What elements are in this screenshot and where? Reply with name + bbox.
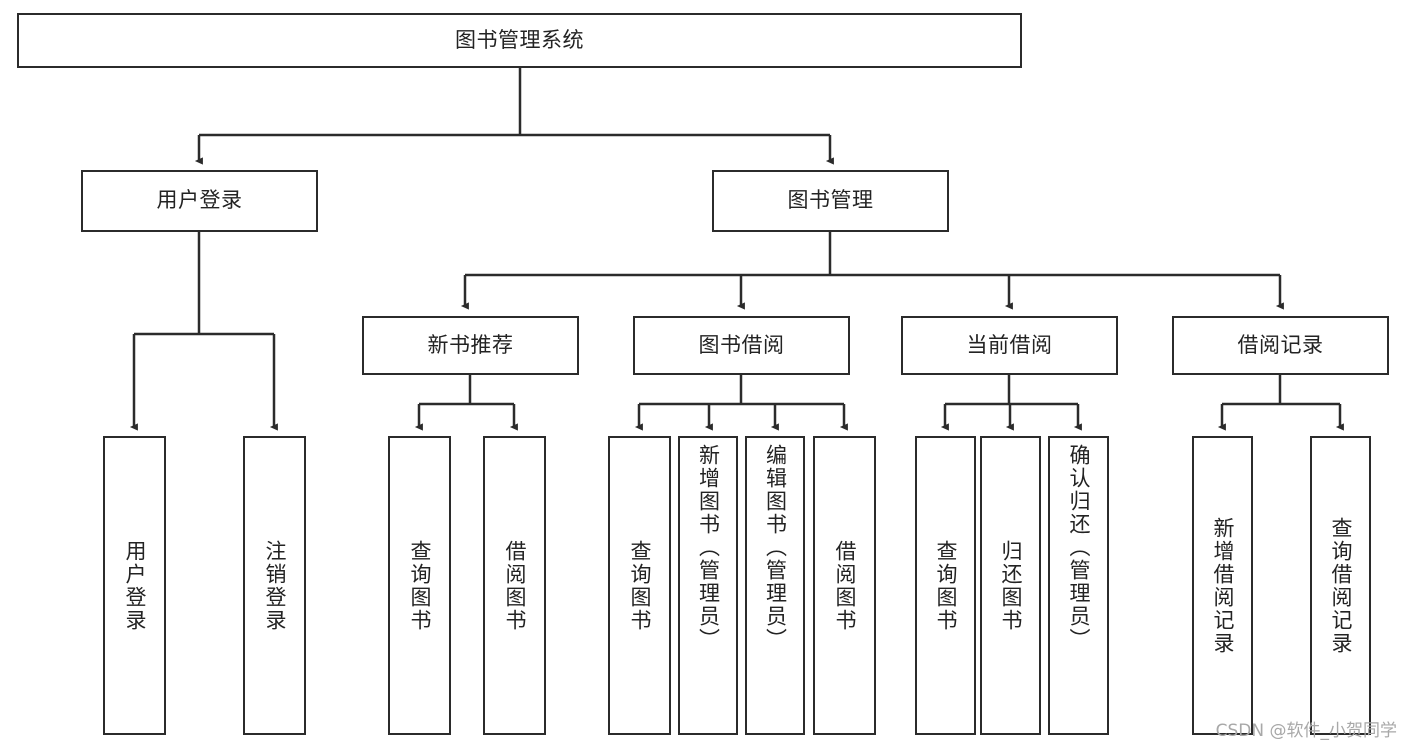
leaf-recommend-borrow-book[interactable]: 借阅图书 — [483, 436, 546, 735]
node-new-book-recommend[interactable]: 新书推荐 — [362, 316, 579, 375]
leaf-user-login-label: 用户登录 — [123, 539, 147, 632]
node-root-system[interactable]: 图书管理系统 — [17, 13, 1022, 68]
leaf-query-borrow-record-label: 查询借阅记录 — [1329, 516, 1353, 655]
connector-bookborrow-to-leaves — [634, 375, 848, 431]
leaf-add-book-admin-label: 新增图书（管理员） — [696, 444, 721, 651]
leaf-logout[interactable]: 注销登录 — [243, 436, 306, 735]
leaf-add-book-admin[interactable]: 新增图书（管理员） — [678, 436, 738, 735]
leaf-borrow-book-label: 借阅图书 — [833, 539, 857, 632]
node-root-system-label: 图书管理系统 — [455, 27, 584, 52]
leaf-add-borrow-record-label: 新增借阅记录 — [1211, 516, 1235, 655]
leaf-return-book-label: 归还图书 — [999, 539, 1023, 632]
connector-root-to-level2 — [194, 67, 834, 165]
connector-bookmgmt-to-level3 — [460, 232, 1284, 310]
leaf-recommend-query-book[interactable]: 查询图书 — [388, 436, 451, 735]
leaf-confirm-return-admin-label: 确认归还（管理员） — [1067, 444, 1091, 651]
connector-userlogin-to-leaves — [129, 232, 278, 431]
leaf-user-login[interactable]: 用户登录 — [103, 436, 166, 735]
node-book-management-label: 图书管理 — [787, 188, 874, 213]
leaf-edit-book-admin[interactable]: 编辑图书（管理员） — [745, 436, 805, 735]
connector-currentborrow-to-leaves — [940, 375, 1082, 431]
leaf-recommend-borrow-book-label: 借阅图书 — [503, 539, 527, 632]
leaf-current-query-book[interactable]: 查询图书 — [915, 436, 976, 735]
node-new-book-recommend-label: 新书推荐 — [427, 332, 514, 357]
leaf-borrow-query-book-label: 查询图书 — [628, 539, 652, 632]
node-current-borrow-label: 当前借阅 — [966, 332, 1053, 357]
node-user-login[interactable]: 用户登录 — [81, 170, 318, 232]
node-book-borrow[interactable]: 图书借阅 — [633, 316, 850, 375]
leaf-confirm-return-admin[interactable]: 确认归还（管理员） — [1048, 436, 1109, 735]
leaf-recommend-query-book-label: 查询图书 — [408, 539, 432, 632]
leaf-edit-book-admin-label: 编辑图书（管理员） — [763, 444, 788, 651]
node-borrow-record[interactable]: 借阅记录 — [1172, 316, 1389, 375]
node-book-borrow-label: 图书借阅 — [698, 332, 785, 357]
connector-newbook-to-leaves — [414, 375, 518, 431]
leaf-borrow-book[interactable]: 借阅图书 — [813, 436, 876, 735]
node-user-login-label: 用户登录 — [156, 188, 243, 213]
leaf-current-query-book-label: 查询图书 — [934, 539, 958, 632]
leaf-add-borrow-record[interactable]: 新增借阅记录 — [1192, 436, 1253, 735]
leaf-borrow-query-book[interactable]: 查询图书 — [608, 436, 671, 735]
node-borrow-record-label: 借阅记录 — [1237, 332, 1324, 357]
node-current-borrow[interactable]: 当前借阅 — [901, 316, 1118, 375]
leaf-logout-label: 注销登录 — [263, 539, 287, 632]
node-book-management[interactable]: 图书管理 — [712, 170, 949, 232]
connector-borrowrecord-to-leaves — [1217, 375, 1344, 431]
leaf-return-book[interactable]: 归还图书 — [980, 436, 1041, 735]
leaf-query-borrow-record[interactable]: 查询借阅记录 — [1310, 436, 1371, 735]
